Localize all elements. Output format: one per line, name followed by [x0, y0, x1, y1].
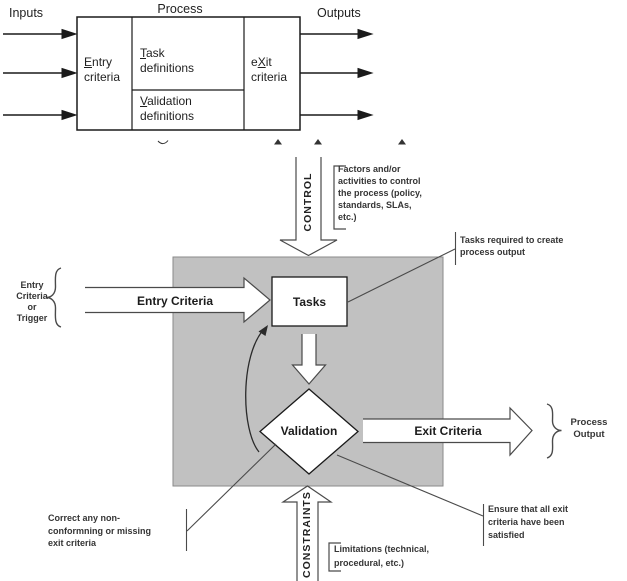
entry-trigger-note: Entry Criteria or Trigger — [6, 280, 58, 324]
control-note-line: etc.) — [338, 212, 357, 222]
task-definitions-cell: Task definitions — [140, 46, 194, 75]
crop-artifact-marks — [157, 139, 406, 145]
validation-cell-line2: definitions — [140, 108, 195, 123]
inputs-label: Inputs — [9, 6, 44, 20]
process-output-note-line: Process — [570, 417, 608, 428]
control-note: Factors and/or activities to control the… — [338, 163, 422, 223]
outputs-label: Outputs — [317, 6, 361, 20]
limitations-note-line: procedural, etc.) — [334, 557, 405, 568]
exit-cell-underlined: X — [257, 55, 266, 69]
validation-diamond — [259, 388, 359, 475]
tasks-to-validation-arrow — [291, 334, 327, 385]
ensure-note-line: criteria have been — [488, 517, 565, 527]
entry-trigger-note-line: Criteria — [16, 291, 48, 301]
process-output-note: Process Output — [565, 417, 613, 441]
entry-criteria-arrow — [85, 276, 271, 324]
exit-cell-pre: e — [251, 55, 258, 69]
control-arrow — [279, 157, 338, 257]
etvx-box — [76, 16, 301, 131]
annotation-leader-lines — [185, 232, 485, 551]
task-cell-underlined: T — [140, 46, 146, 60]
correct-note-line: exit criteria — [48, 538, 97, 548]
process-output-note-line: Output — [573, 429, 605, 440]
entry-criteria-arrow-label: Entry Criteria — [136, 294, 214, 308]
control-arrow-label: CONTROL — [302, 172, 314, 232]
tasks-note: Tasks required to create process output — [460, 234, 563, 258]
tasks-note-line: process output — [460, 247, 526, 257]
entry-trigger-note-line: or — [27, 302, 37, 312]
correct-note-line: Correct any non- — [48, 513, 121, 523]
exit-cell-line2: criteria — [251, 69, 288, 84]
limitations-note-bracket — [328, 542, 341, 572]
validation-cell-underlined: V — [140, 94, 148, 108]
ensure-note: Ensure that all exit criteria have been … — [488, 503, 568, 542]
entry-cell-underlined: E — [84, 55, 93, 69]
limitations-note-line: Limitations (technical, — [334, 544, 430, 554]
limitations-note: Limitations (technical, procedural, etc.… — [334, 543, 429, 570]
input-arrows — [3, 28, 78, 121]
entry-criteria-cell: Entry criteria — [84, 55, 120, 84]
constraints-arrow-label: CONSTRAINTS — [301, 491, 313, 578]
exit-cell-rest: it — [265, 55, 272, 69]
control-note-line: activities to control — [338, 176, 421, 186]
exit-criteria-arrow — [363, 406, 533, 457]
entry-cell-line2: criteria — [84, 69, 121, 84]
correct-note-line: conformning or missing — [48, 525, 152, 536]
task-cell-line2: definitions — [140, 60, 195, 75]
output-arrows — [300, 28, 374, 121]
entry-cell-rest: ntry — [92, 55, 113, 69]
validation-definitions-cell: Validation definitions — [140, 94, 194, 123]
entry-trigger-note-line: Trigger — [16, 313, 48, 323]
process-output-brace — [546, 403, 562, 459]
exit-criteria-arrow-label: Exit Criteria — [414, 424, 482, 438]
entry-trigger-brace — [46, 267, 62, 328]
task-cell-rest: ask — [146, 46, 165, 60]
control-note-line: the process (policy, — [338, 188, 422, 198]
validation-cell-rest: alidation — [147, 94, 192, 108]
exit-criteria-cell: eXit criteria — [251, 55, 287, 84]
control-note-bracket — [333, 165, 346, 230]
process-label: Process — [157, 2, 203, 16]
ensure-note-line: satisfied — [488, 530, 525, 540]
tasks-box — [271, 276, 348, 327]
entry-trigger-note-line: Entry — [20, 280, 44, 290]
control-note-line: Factors and/or — [338, 164, 401, 174]
tasks-note-line: Tasks required to create — [460, 235, 564, 245]
constraints-arrow — [280, 485, 333, 581]
validation-to-tasks-feedback-curve — [245, 325, 268, 453]
tasks-box-label: Tasks — [292, 295, 327, 309]
control-note-line: standards, SLAs, — [338, 200, 412, 210]
validation-diamond-label: Validation — [280, 424, 338, 438]
correct-note: Correct any non- conformning or missing … — [48, 512, 151, 550]
ensure-note-line: Ensure that all exit — [488, 504, 569, 514]
